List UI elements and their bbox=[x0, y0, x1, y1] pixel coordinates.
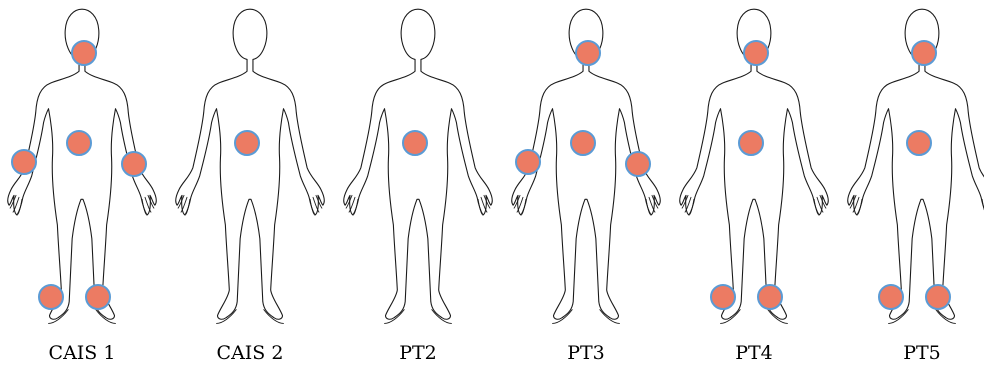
left-hand-marker bbox=[12, 150, 36, 174]
figure-caption: PT3 bbox=[567, 342, 605, 364]
figure-caption: CAIS 1 bbox=[49, 342, 116, 364]
neck-marker bbox=[72, 41, 96, 65]
left-hand-marker bbox=[516, 150, 540, 174]
left-foot-marker bbox=[39, 285, 63, 309]
body-figure-6 bbox=[848, 9, 984, 323]
body-figure-5 bbox=[680, 9, 829, 323]
right-hand-marker bbox=[626, 152, 650, 176]
body-figure-3 bbox=[344, 9, 493, 323]
abdomen-marker bbox=[739, 131, 763, 155]
right-foot-marker bbox=[926, 285, 950, 309]
figure-caption: PT4 bbox=[735, 342, 773, 364]
abdomen-marker bbox=[907, 131, 931, 155]
body-figure-2 bbox=[176, 9, 325, 323]
neck-marker bbox=[912, 41, 936, 65]
right-foot-marker bbox=[86, 285, 110, 309]
left-foot-marker bbox=[711, 285, 735, 309]
abdomen-marker bbox=[571, 131, 595, 155]
left-foot-marker bbox=[879, 285, 903, 309]
right-foot-marker bbox=[758, 285, 782, 309]
body-figure-4 bbox=[512, 9, 661, 323]
figure-caption: PT2 bbox=[399, 342, 437, 364]
neck-marker bbox=[744, 41, 768, 65]
body-figure-1 bbox=[8, 9, 157, 323]
neck-marker bbox=[576, 41, 600, 65]
body-outline bbox=[176, 9, 325, 323]
right-hand-marker bbox=[122, 152, 146, 176]
body-outline bbox=[344, 9, 493, 323]
abdomen-marker bbox=[67, 131, 91, 155]
figure-caption: CAIS 2 bbox=[217, 342, 284, 364]
abdomen-marker bbox=[235, 131, 259, 155]
figure-caption: PT5 bbox=[903, 342, 941, 364]
abdomen-marker bbox=[403, 131, 427, 155]
